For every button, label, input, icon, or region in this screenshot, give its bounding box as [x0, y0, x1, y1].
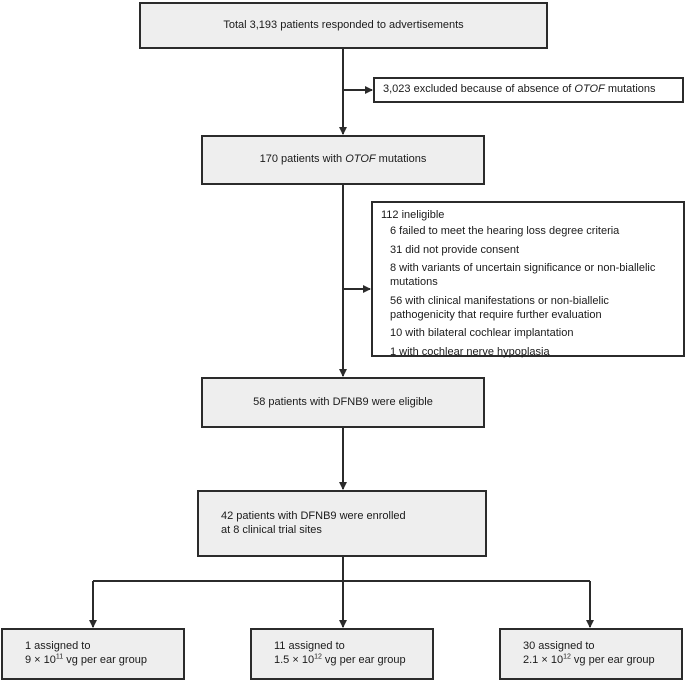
dose-exponent: 11: [55, 653, 64, 661]
dose-base: 9 × 10: [25, 654, 56, 666]
dose-base: 2.1 × 10: [523, 654, 564, 666]
dose-group-dose: 1.5 × 1012 vg per ear group: [274, 653, 432, 668]
dose-suffix: vg per ear group: [570, 654, 655, 666]
otof-mutations-box: 170 patients with OTOF mutations: [201, 135, 485, 185]
ineligible-reasons-list: 6 failed to meet the hearing loss degree…: [381, 225, 675, 360]
dose-group-count: 30 assigned to: [523, 640, 595, 653]
ineligible-reason: 56 with clinical manifestations or non-b…: [390, 294, 609, 321]
dose-group-dose: 2.1 × 1012 vg per ear group: [523, 653, 681, 668]
eligible-text: 58 patients with DFNB9 were eligible: [253, 395, 433, 408]
dose-exponent: 12: [563, 653, 571, 661]
dose-suffix: vg per ear group: [63, 654, 147, 666]
enrolled-box: 42 patients with DFNB9 were enrolled at …: [197, 490, 487, 557]
dose-group-dose: 9 × 1011 vg per ear group: [25, 653, 183, 668]
excluded-text-before: 3,023 excluded because of absence of: [383, 83, 575, 96]
ineligible-reason: 10 with bilateral cochlear implantation: [390, 327, 574, 340]
ineligible-reason: 1 with cochlear nerve hypoplasia: [390, 346, 550, 358]
dose-group-box-3: 30 assigned to 2.1 × 1012 vg per ear gro…: [499, 628, 683, 680]
dose-group-count: 1 assigned to: [25, 640, 91, 653]
eligible-box: 58 patients with DFNB9 were eligible: [201, 377, 485, 428]
excluded-text: 3,023 excluded because of absence of OTO…: [383, 83, 656, 97]
dose-group-box-2: 11 assigned to 1.5 × 1012 vg per ear gro…: [250, 628, 434, 680]
otof-text: 170 patients with OTOF mutations: [260, 153, 427, 167]
ineligible-reason: 8 with variants of uncertain significanc…: [390, 262, 656, 288]
ineligible-title: 112 ineligible: [381, 209, 445, 221]
dose-group-box-1: 1 assigned to 9 × 1011 vg per ear group: [1, 628, 185, 680]
dose-suffix: vg per ear group: [321, 654, 406, 666]
otof-text-before: 170 patients with: [259, 153, 346, 166]
otof-text-after: mutations: [375, 153, 427, 166]
excluded-text-after: mutations: [604, 83, 656, 96]
enrolled-line-2: at 8 clinical trial sites: [221, 523, 322, 536]
ineligible-box: 112 ineligible 6 failed to meet the hear…: [371, 201, 685, 360]
excluded-gene: OTOF: [574, 83, 605, 96]
total-responders-box: Total 3,193 patients responded to advert…: [139, 2, 548, 49]
ineligible-reason: 31 did not provide consent: [390, 243, 520, 256]
total-responders-text: Total 3,193 patients responded to advert…: [223, 18, 464, 31]
ineligible-reason: 6 failed to meet the hearing loss degree…: [390, 224, 620, 237]
dose-group-count: 11 assigned to: [274, 640, 345, 653]
dose-base: 1.5 × 10: [274, 654, 315, 666]
dose-exponent: 12: [314, 653, 322, 661]
excluded-box: 3,023 excluded because of absence of OTO…: [373, 77, 684, 103]
otof-gene: OTOF: [345, 153, 376, 166]
enrolled-line-1: 42 patients with DFNB9 were enrolled: [221, 509, 406, 522]
